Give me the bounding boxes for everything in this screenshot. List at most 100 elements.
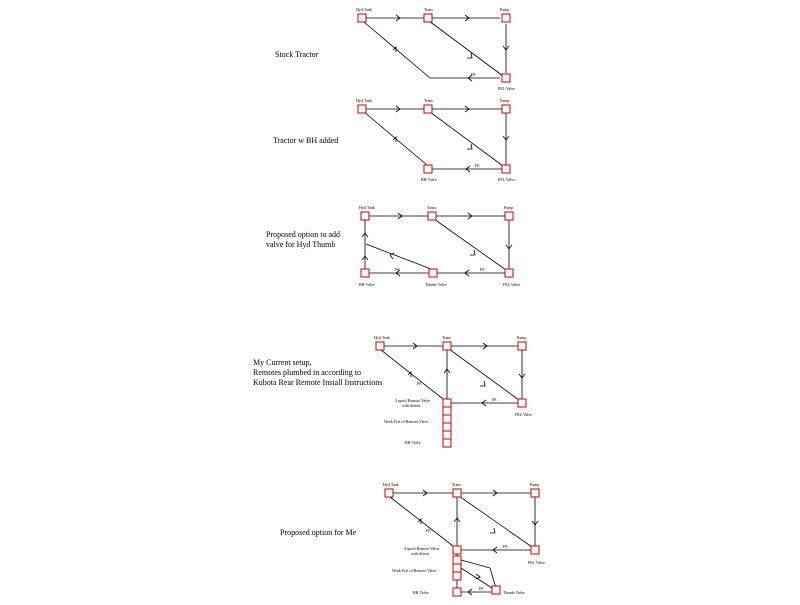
label-bh-valve: BH Valve	[405, 440, 421, 445]
label-edge-fe: FE	[395, 267, 400, 272]
edge	[448, 348, 520, 401]
label-edge-fe: FE	[417, 381, 422, 386]
node-pump	[501, 104, 511, 114]
arrow	[467, 143, 473, 150]
arrow	[395, 105, 401, 113]
node-bh-valve	[452, 587, 462, 597]
arrow	[389, 252, 395, 260]
label-trans: Trans	[424, 7, 433, 12]
node-pump	[504, 211, 514, 221]
arrow	[482, 342, 488, 350]
arrow	[412, 342, 418, 350]
label-bh-valve: BH Valve	[413, 590, 429, 595]
arrow	[490, 527, 496, 534]
arrow	[361, 255, 369, 261]
edge	[365, 243, 432, 270]
edge	[460, 559, 491, 569]
diagram-current-setup: Hyd Tank Trans Pump 4 spool Remote Valve…	[374, 335, 532, 448]
label-bh-valve: BH Valve	[421, 177, 437, 182]
arrow	[465, 165, 471, 173]
arrow	[475, 573, 481, 580]
node-work-port	[452, 563, 462, 573]
arrow	[518, 373, 526, 379]
label-remote-valve: 4 spool Remote Valve with detent	[395, 398, 431, 408]
label-trans: Trans	[442, 335, 451, 340]
arrow	[361, 232, 369, 238]
label-pump: Pump	[500, 98, 509, 103]
edge	[458, 495, 533, 548]
arrow	[467, 212, 473, 220]
node-work-port	[442, 414, 452, 424]
node-hyd-tank	[357, 104, 367, 114]
arrow	[502, 45, 510, 51]
node-pump	[501, 13, 511, 23]
edge	[363, 21, 431, 79]
node-bh-valve	[442, 422, 452, 432]
edge	[380, 349, 444, 400]
node-bh-valve	[423, 164, 433, 174]
arrow	[502, 135, 510, 141]
node-work-port	[452, 555, 462, 565]
node-thumb-valve	[491, 585, 501, 595]
node-fel-valve	[504, 268, 514, 278]
label-fel-valve: FEL Valve	[503, 282, 520, 287]
label-trans: Trans	[427, 205, 436, 210]
node-pump	[517, 341, 527, 351]
arrow	[464, 269, 470, 277]
node-remote-valve	[442, 398, 452, 408]
edge	[489, 567, 497, 589]
label-pump: Pump	[504, 205, 513, 210]
label-remote-valve-line: 4 spool Remote Valve	[404, 546, 439, 551]
label-fel-valve: FEL Valve	[498, 177, 515, 182]
label-remote-valve-line: with detent	[402, 403, 421, 408]
node-trans	[442, 341, 452, 351]
label-edge-fe: FE	[426, 528, 431, 533]
label-remote-valve-line: 4 spool Remote Valve	[395, 398, 430, 403]
node-remote-valve	[452, 545, 462, 555]
node-trans	[423, 13, 433, 23]
label-hyd-tank: Hyd Tank	[356, 98, 372, 103]
arrow	[464, 105, 470, 113]
arrow	[392, 46, 397, 52]
arrow	[467, 52, 473, 59]
label-edge-fe: FE	[503, 544, 508, 549]
caption-tractor-bh: Tractor w BH added	[273, 136, 339, 145]
label-edge-fe: FE	[492, 397, 497, 402]
label-hyd-tank: Hyd Tank	[356, 7, 372, 12]
arrow	[395, 269, 401, 277]
label-pump: Pump	[517, 335, 526, 340]
node-hyd-tank	[384, 488, 394, 498]
label-edge-fe: FE	[479, 586, 484, 591]
diagram-stock-tractor: Hyd Tank Trans Pump FEL Valve FE	[356, 7, 515, 91]
arrow	[467, 74, 473, 82]
arrow	[480, 380, 486, 387]
node-hyd-tank	[357, 13, 367, 23]
edge	[363, 111, 428, 166]
arrow	[481, 399, 487, 407]
arrow	[443, 368, 451, 374]
edge	[389, 496, 454, 547]
label-work-port: Work Port of Remote Valve	[384, 419, 428, 424]
node-fel-valve	[501, 164, 511, 174]
caption-current-setup: My Current setup, Remotes plumbed in acc…	[253, 358, 383, 387]
caption-thumb-proposal: Proposed option to add valve for Hyd Thu…	[266, 230, 340, 249]
node-pump	[530, 488, 540, 498]
label-trans: Trans	[452, 482, 461, 487]
label-work-port: Work Port of Remote Valve	[392, 568, 436, 573]
arrow	[407, 371, 412, 377]
node-hyd-tank	[360, 211, 370, 221]
arrow	[505, 244, 513, 250]
node-hyd-tank	[375, 341, 385, 351]
label-fel-valve: FEL Valve	[498, 86, 515, 91]
edge	[429, 111, 504, 167]
caption-proposed-me: Proposed option for Me	[280, 528, 357, 537]
node-bh-valve	[442, 430, 452, 440]
label-remote-valve: 4 spool Remote Valve with detent	[404, 546, 440, 556]
label-thumb-valve: Thumb Valve	[503, 590, 525, 595]
arrow	[492, 489, 498, 497]
label-hyd-tank: Hyd Tank	[383, 482, 399, 487]
label-fel-valve: FEL Valve	[515, 412, 532, 417]
edge	[460, 567, 493, 589]
label-edge-fe: FE	[475, 163, 480, 168]
